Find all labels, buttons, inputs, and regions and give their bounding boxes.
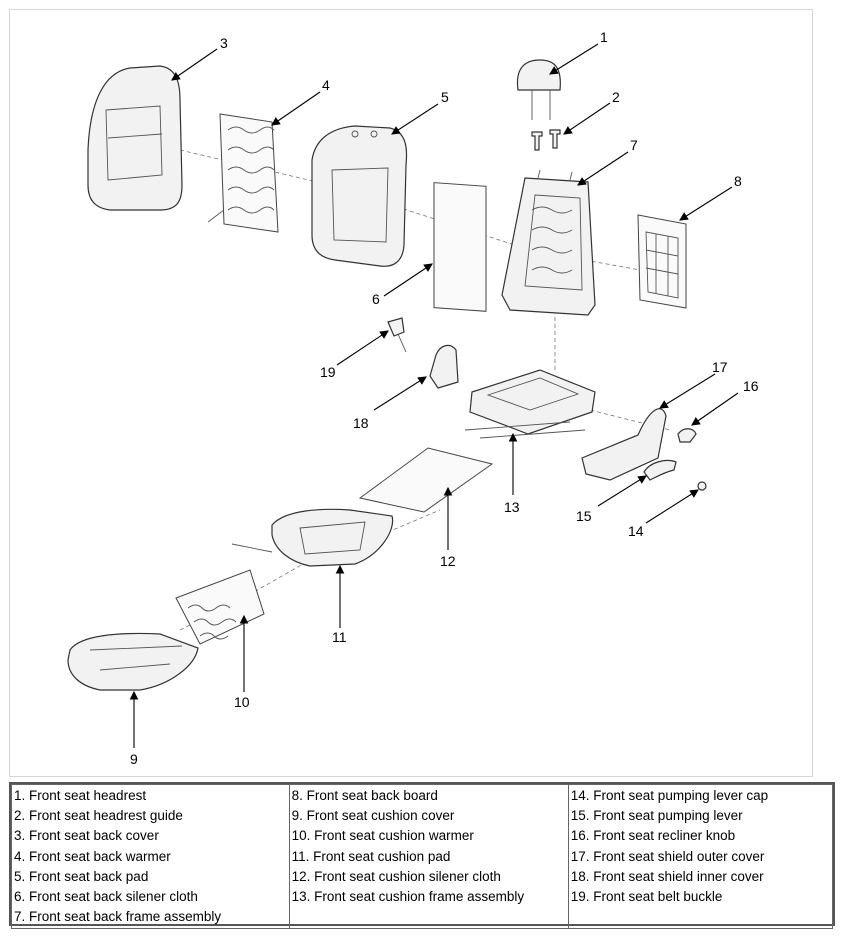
seat-back-cover — [87, 65, 183, 211]
callout-9: 9 — [130, 751, 138, 767]
legend-item: 13. Front seat cushion frame assembly — [291, 889, 525, 905]
pumping-lever — [643, 459, 677, 481]
callout-labels: 1 2 3 4 5 6 7 8 9 10 11 12 13 14 15 16 1… — [130, 29, 759, 767]
callout-19: 19 — [320, 364, 336, 380]
legend-item: 15. Front seat pumping lever — [570, 808, 743, 824]
callout-16: 16 — [743, 378, 759, 394]
legend-item: 6. Front seat back silener cloth — [14, 889, 198, 905]
callout-17: 17 — [712, 359, 728, 375]
callout-5: 5 — [441, 89, 449, 105]
legend-table: 1. Front seat headrest 2. Front seat hea… — [11, 783, 834, 930]
leader-lines — [129, 43, 739, 748]
legend-item: 16. Front seat recliner knob — [570, 828, 736, 844]
cushion-cover — [67, 632, 199, 691]
callout-14: 14 — [628, 523, 644, 539]
cushion-pad — [271, 508, 394, 567]
legend-item: 9. Front seat cushion cover — [291, 808, 455, 824]
seat-back-board — [637, 214, 687, 309]
callout-1: 1 — [600, 29, 608, 45]
parts-legend: 1. Front seat headrest 2. Front seat hea… — [9, 782, 835, 930]
legend-item: 8. Front seat back board — [291, 788, 438, 803]
callout-6: 6 — [372, 291, 380, 307]
legend-column-2: 8. Front seat back board 9. Front seat c… — [288, 783, 569, 930]
seat-back-frame — [501, 169, 596, 316]
callout-18: 18 — [353, 415, 369, 431]
cushion-warmer — [175, 543, 273, 645]
legend-item: 5. Front seat back pad — [14, 868, 149, 884]
cushion-frame-assembly — [464, 369, 596, 439]
callout-3: 3 — [220, 35, 228, 51]
legend-item: 14. Front seat pumping lever cap — [570, 788, 769, 803]
seat-back-silencer-cloth — [433, 182, 487, 312]
legend-item: 2. Front seat headrest guide — [14, 808, 183, 824]
legend-column-3: 14. Front seat pumping lever cap 15. Fro… — [567, 783, 834, 930]
callout-4: 4 — [322, 77, 330, 93]
shield-outer-cover — [581, 408, 667, 481]
callout-12: 12 — [440, 553, 456, 569]
callout-10: 10 — [234, 694, 250, 710]
callout-7: 7 — [630, 137, 638, 153]
headrest-guides — [531, 129, 561, 151]
legend-item: 18. Front seat shield inner cover — [570, 868, 764, 884]
legend-column-1: 1. Front seat headrest 2. Front seat hea… — [11, 783, 290, 930]
cushion-silencer-cloth — [358, 447, 494, 513]
legend-item: 10. Front seat cushion warmer — [291, 828, 474, 844]
exploded-diagram: 1 2 3 4 5 6 7 8 9 10 11 12 13 14 15 16 1… — [9, 9, 813, 777]
legend-item: 17. Front seat shield outer cover — [570, 848, 765, 864]
seat-belt-buckle — [387, 317, 407, 353]
seat-back-pad — [311, 125, 408, 267]
legend-item: 1. Front seat headrest — [14, 788, 147, 803]
shield-inner-cover — [429, 344, 459, 389]
pumping-lever-cap — [697, 481, 707, 491]
legend-item: 4. Front seat back warmer — [14, 848, 171, 864]
legend-item: 12. Front seat cushion silener cloth — [291, 868, 501, 884]
legend-item: 7. Front seat back frame assembly — [14, 909, 222, 925]
recliner-knob — [677, 428, 697, 443]
seat-back-warmer — [207, 113, 279, 233]
legend-item: 19. Front seat belt buckle — [570, 889, 723, 905]
callout-8: 8 — [734, 173, 742, 189]
callout-11: 11 — [332, 629, 347, 645]
callout-13: 13 — [504, 499, 520, 515]
callout-15: 15 — [576, 508, 592, 524]
callout-2: 2 — [612, 89, 620, 105]
legend-item: 11. Front seat cushion pad — [291, 848, 451, 864]
headrest — [516, 59, 561, 120]
legend-item: 3. Front seat back cover — [14, 828, 159, 844]
